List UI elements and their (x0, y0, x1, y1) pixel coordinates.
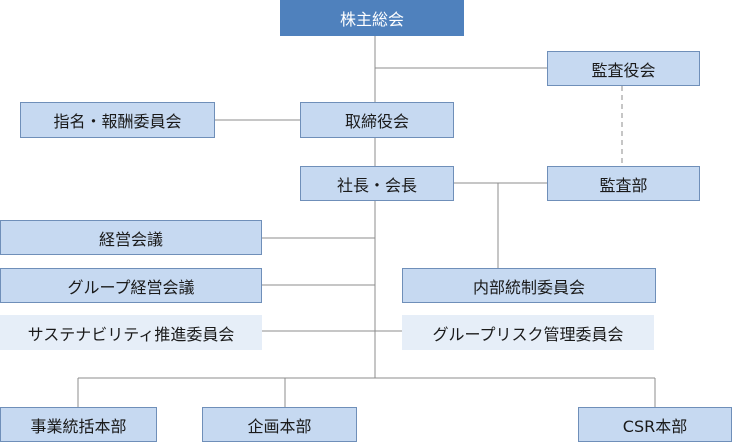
internal-control-committee-box: 内部統制委員会 (402, 268, 656, 303)
audit-department-box: 監査部 (547, 166, 700, 201)
president-chairman-box: 社長・会長 (300, 166, 454, 201)
management-meeting-box: 経営会議 (0, 220, 262, 255)
board-of-directors-box: 取締役会 (300, 102, 454, 138)
business-hq-box: 事業統括本部 (0, 407, 157, 442)
group-risk-committee-box: グループリスク管理委員会 (402, 315, 654, 350)
sustainability-committee-box: サステナビリティ推進委員会 (0, 315, 262, 350)
audit-board-box: 監査役会 (547, 51, 700, 86)
nomination-committee-box: 指名・報酬委員会 (20, 102, 215, 138)
shareholders-box: 株主総会 (280, 0, 464, 36)
group-management-meeting-box: グループ経営会議 (0, 268, 262, 303)
csr-hq-box: CSR本部 (578, 407, 732, 442)
planning-hq-box: 企画本部 (202, 407, 357, 442)
